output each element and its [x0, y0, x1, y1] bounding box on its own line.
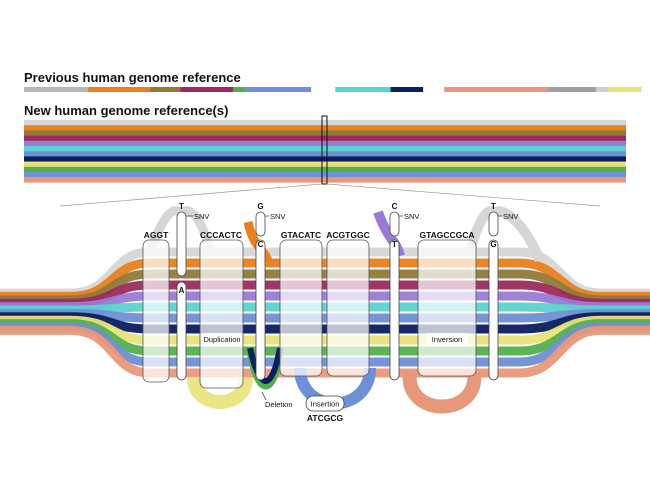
previous-segment-2: [150, 87, 181, 92]
inversion-loop: [402, 371, 482, 414]
previous-segment-12: [595, 87, 609, 92]
new-reference-strand-1: [24, 125, 626, 131]
snv-node-4-top: [488, 211, 499, 237]
previous-segment-6: [311, 87, 336, 92]
graph-strand-5: [0, 302, 650, 315]
snv-node-2-top: [255, 211, 266, 237]
new-reference-title: New human genome reference(s): [24, 103, 229, 118]
snv-node-4-bottom: [488, 239, 499, 381]
deletion-bypass-navy: [247, 347, 283, 384]
snv-4-top-base: T: [491, 202, 496, 211]
zoom-line-right: [326, 183, 601, 207]
previous-segment-10: [444, 87, 549, 92]
previous-segment-8: [390, 87, 424, 92]
new-reference-strand-9: [24, 166, 626, 173]
snv-node-3-bottom: [389, 239, 400, 381]
snv-node-2-bottom: [255, 239, 266, 381]
seq-label-agct: AGGT: [144, 230, 169, 240]
node-gtag: [417, 239, 477, 377]
snv-node-1-bottom: [176, 281, 187, 381]
seq-label-gtac: GTACATC: [281, 230, 321, 240]
previous-segment-1: [87, 87, 151, 92]
inversion-label: Inversion: [432, 335, 462, 344]
node-ccca: [199, 239, 244, 389]
previous-segment-4: [232, 87, 246, 92]
snv-node-1-top: [176, 211, 187, 277]
duplication-label-bg: [202, 333, 242, 345]
duplication-label: Duplication: [203, 335, 240, 344]
snv-2-top-base: G: [257, 202, 263, 211]
snv-1-bottom-base: A: [179, 286, 185, 295]
previous-segment-0: [24, 87, 89, 92]
snv-3-bottom-base: T: [392, 240, 397, 249]
insertion-sequence: ATCGCG: [307, 413, 344, 423]
previous-segment-5: [245, 87, 312, 92]
snv-4-label: SNV: [503, 212, 518, 221]
new-reference-strand-6: [24, 151, 626, 157]
previous-segment-13: [608, 87, 642, 92]
graph-strands: [0, 206, 650, 378]
snv-2-label: SNV: [270, 212, 285, 221]
insertion-node: [305, 395, 345, 412]
inversion-label-bg: [426, 333, 468, 345]
snv-4-bottom-base: G: [490, 240, 496, 249]
zoom-line-left: [59, 183, 323, 207]
insertion-label: Insertion: [311, 400, 340, 409]
previous-segment-7: [335, 87, 391, 92]
duplication-loop: [187, 377, 253, 409]
new-reference-strand-3: [24, 135, 626, 141]
new-reference-strand-8: [24, 161, 626, 167]
deletion-label: Deletion: [265, 400, 293, 409]
snv-1-top-base: T: [179, 202, 184, 211]
previous-reference-title: Previous human genome reference: [24, 70, 241, 85]
snv-1-label: SNV: [194, 212, 209, 221]
node-acgt: [326, 239, 370, 377]
previous-segment-3: [180, 87, 234, 92]
new-reference-strand-4: [24, 140, 626, 147]
new-reference-strand-2: [24, 130, 626, 136]
new-reference-bars: [24, 120, 626, 183]
new-reference-strand-10: [24, 172, 626, 178]
new-reference-strand-11: [24, 177, 626, 183]
snv-3-label: SNV: [404, 212, 419, 221]
seq-label-gtag: GTAGCCGCA: [419, 230, 474, 240]
seq-label-acgt: ACGTGGC: [326, 230, 369, 240]
zoom-window: [321, 115, 328, 185]
snv-node-3-top: [389, 211, 400, 237]
previous-reference-bar: [24, 87, 642, 92]
snv-3-top-base: C: [392, 202, 398, 211]
previous-segment-11: [548, 87, 597, 92]
new-reference-strand-7: [24, 156, 626, 162]
node-agct: [142, 239, 170, 383]
new-reference-strand-5: [24, 146, 626, 152]
snv-2-bottom-base: C: [258, 240, 264, 249]
deletion-leader: [261, 391, 267, 401]
new-reference-strand-0: [24, 120, 626, 126]
node-gtac: [279, 239, 323, 377]
previous-segment-9: [423, 87, 445, 92]
seq-label-ccca: CCCACTC: [200, 230, 242, 240]
